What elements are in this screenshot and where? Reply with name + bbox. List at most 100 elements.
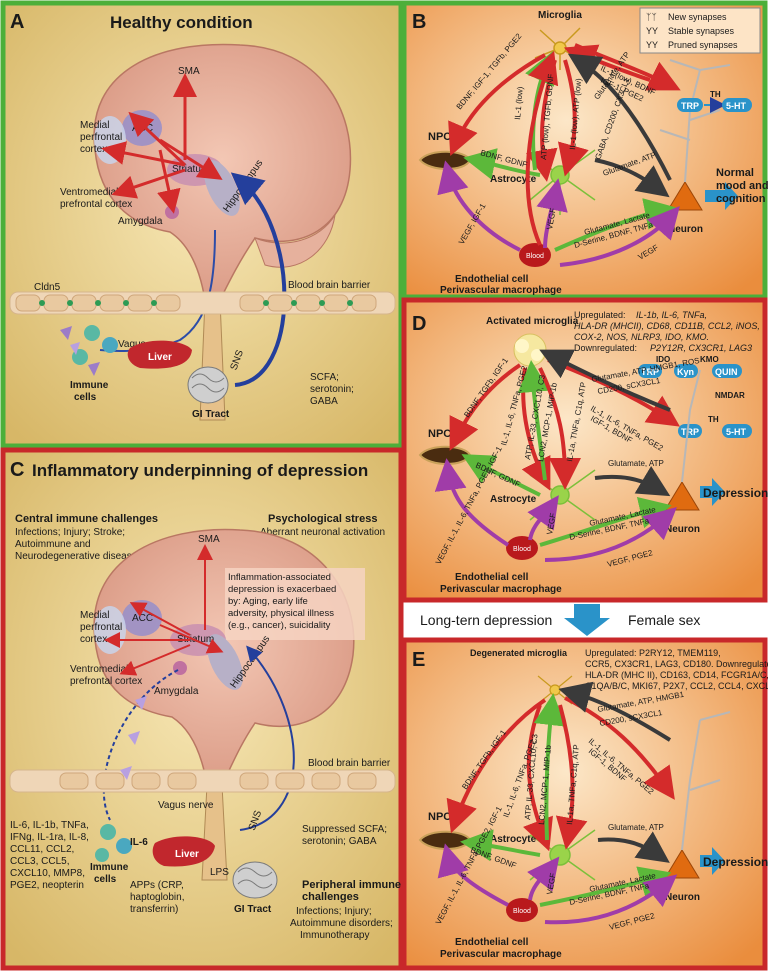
label-npc-d: NPC (428, 428, 451, 440)
label-mpfc-a-2: perfrontal (80, 132, 122, 143)
svg-text:APPs (CRP,: APPs (CRP, (130, 880, 184, 891)
neuron-dendrites-e (681, 711, 731, 851)
label-immune-a-2: cells (74, 392, 97, 403)
panel-a-letter: A (10, 11, 24, 33)
label-neuron-b: Neuron (668, 224, 703, 235)
svg-text:TH: TH (710, 90, 721, 99)
svg-text:QUIN: QUIN (715, 367, 738, 377)
psych-stress-title: Psychological stress (268, 513, 377, 525)
label-suppressed-c-2: serotonin; GABA (302, 836, 377, 847)
svg-text:5-HT: 5-HT (726, 427, 747, 437)
neuron-icon-e (664, 849, 700, 879)
vagus-path-a (99, 229, 216, 352)
label-bbb-a: Blood brain barrier (288, 280, 371, 291)
panel-d: D Activated microglia Upregulated: IL-1b… (401, 297, 768, 603)
label-female-sex: Female sex (628, 612, 700, 628)
svg-text:CCL3, CCL5,: CCL3, CCL5, (10, 856, 69, 867)
amygdala-a (165, 205, 179, 219)
svg-text:cortex: cortex (80, 634, 107, 645)
svg-text:CCL11, CCL2,: CCL11, CCL2, (10, 844, 74, 855)
svg-text:P2Y12R, CX3CR1, LAG3: P2Y12R, CX3CR1, LAG3 (650, 343, 752, 353)
legend-stable-synapses-icon: YY (646, 26, 658, 36)
legend-stable-synapses: Stable synapses (668, 26, 735, 36)
arrows-d (434, 349, 680, 562)
svg-text:TRP: TRP (681, 101, 699, 111)
svg-text:5-HT: 5-HT (726, 101, 747, 111)
liver-icon-a (127, 340, 192, 369)
label-npc-b: NPC (428, 131, 451, 143)
blood-vessel-e: Blood (506, 898, 538, 922)
label-endothelial-e-1: Endothelial cell (455, 937, 529, 948)
label-liver-c: Liver (175, 849, 199, 860)
svg-text:IL-6, IL-1b, TNFa,: IL-6, IL-1b, TNFa, (10, 820, 89, 831)
label-microglia-b: Microglia (538, 10, 582, 21)
blood-vessel-d: Blood (506, 536, 538, 560)
label-scfa-a-2: serotonin; (310, 384, 354, 395)
label-npc-e: NPC (428, 811, 451, 823)
label-gi-c: GI Tract (234, 904, 272, 915)
svg-text:HLA-DR (MHC II), CD163, CD14,: HLA-DR (MHC II), CD163, CD14, FCGR1A/C, (585, 670, 768, 680)
label-outcome-b-2: mood and (716, 180, 768, 192)
peripheral-title-2: challenges (302, 891, 359, 903)
svg-text:TH: TH (708, 415, 719, 424)
svg-text:TRP: TRP (641, 367, 659, 377)
label-lps-c: LPS (210, 867, 229, 878)
svg-text:Blood: Blood (513, 546, 531, 553)
svg-text:VEGF: VEGF (545, 872, 558, 895)
neuron-dendrites-d (681, 369, 701, 483)
brain-arrows-a (101, 73, 223, 214)
label-striatum-a: Striatum (172, 164, 209, 175)
svg-text:Blood: Blood (526, 253, 544, 260)
svg-text:Glutamate, ATP: Glutamate, ATP (608, 823, 664, 832)
gut-path-c (239, 645, 295, 831)
central-line-2: Autoimmune and (15, 539, 91, 550)
svg-text:COX-2, NOS, NLRP3, IDO, KMO.: COX-2, NOS, NLRP3, IDO, KMO. (574, 332, 709, 342)
svg-text:Inflammation-associated: Inflammation-associated (228, 572, 331, 583)
outcome-arrow-d (700, 478, 725, 506)
peripheral-line-2: Autoimmune disorders; (290, 918, 393, 929)
label-liver-a: Liver (148, 352, 172, 363)
peripheral-title-1: Peripheral immune (302, 879, 401, 891)
label-outcome-b-3: cognition (716, 193, 766, 205)
svg-text:Medial: Medial (80, 610, 109, 621)
label-immune-c-2: cells (94, 874, 117, 885)
neuron-icon-d (664, 481, 700, 511)
svg-text:NMDAR: NMDAR (715, 391, 745, 400)
svg-text:VEGF: VEGF (545, 512, 558, 535)
label-cldn5-a: Cldn5 (34, 282, 61, 293)
svg-text:Blood: Blood (513, 908, 531, 915)
outcome-arrow-b (705, 182, 738, 210)
panel-a-title: Healthy condition (110, 13, 253, 32)
down-arrow-icon (564, 604, 610, 636)
svg-text:perfrontal: perfrontal (80, 622, 122, 633)
amygdala-c (173, 661, 187, 675)
gi-tract-icon-a (187, 366, 229, 404)
arrows-b (437, 43, 681, 267)
bbb-c (9, 769, 396, 793)
panel-c-letter: C (10, 459, 24, 481)
activated-microglia-icon (513, 333, 547, 367)
label-gi-a: GI Tract (192, 409, 230, 420)
panel-b: B Microglia ᛉᛉ New synapses YY Stable sy… (401, 0, 768, 300)
cytokine-list-c: IL-6, IL-1b, TNFa, IFNg, IL-1ra, IL-8, C… (10, 820, 89, 891)
label-microglia-d: Activated microglia (486, 316, 579, 327)
panel-c: C Inflammatory underpinning of depressio… (0, 447, 404, 971)
gi-tract-icon-c (232, 861, 278, 899)
svg-text:IL-1b, IL-6, TNFa,: IL-1b, IL-6, TNFa, (636, 310, 707, 320)
tight-junction-icons-a (39, 300, 353, 306)
svg-text:Glutamate, ATP: Glutamate, ATP (608, 459, 664, 468)
svg-text:KMO: KMO (700, 355, 719, 364)
label-astrocyte-b: Astrocyte (490, 174, 537, 185)
peripheral-line-3: Immunotherapy (300, 930, 369, 941)
label-endothelial-d-2: Perivascular macrophage (440, 584, 562, 595)
outcome-arrow-e (700, 847, 725, 875)
svg-text:transferrin): transferrin) (130, 904, 178, 915)
label-scfa-a-3: GABA (310, 396, 338, 407)
cerebellum-a (254, 214, 336, 268)
svg-text:Upregulated:: Upregulated: (574, 310, 626, 320)
legend-pruned-synapses-icon: YY (646, 40, 658, 50)
label-outcome-d: Depression (703, 486, 768, 500)
label-immune-a-1: Immune (70, 380, 109, 391)
central-line-3: Neurodegenerative diseases (15, 551, 142, 562)
